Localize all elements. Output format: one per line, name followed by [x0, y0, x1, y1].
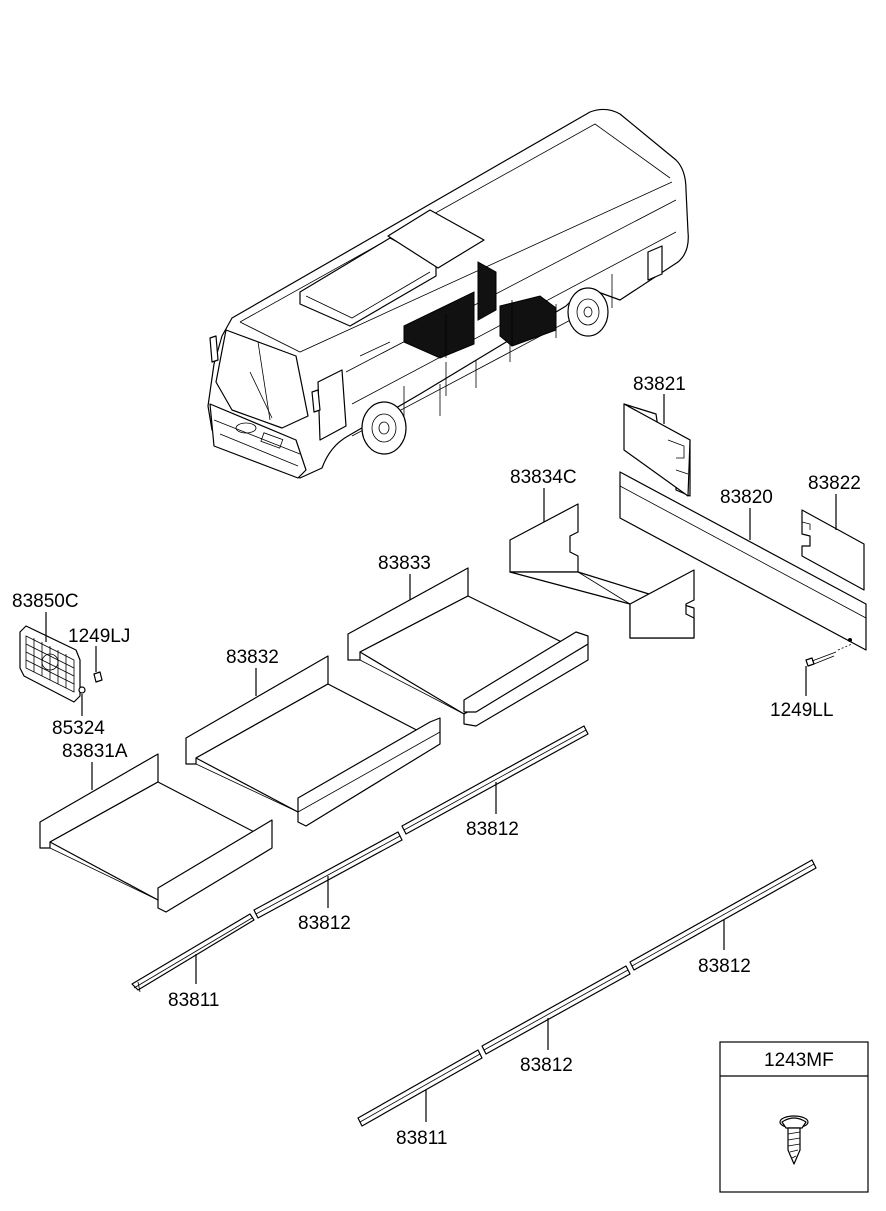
tray-83831a: [39, 753, 273, 913]
rail-83812-lower-a: [481, 965, 631, 1055]
label-1249lj: 1249LJ: [68, 626, 130, 647]
panel-83834c: [509, 503, 695, 639]
label-83833: 83833: [378, 553, 431, 574]
label-1243mf: 1243MF: [764, 1050, 834, 1071]
label-83812-upper-b: 83812: [466, 819, 519, 840]
part-labels: 83821 83834C 83820 83822 83833 83850C 12…: [12, 374, 861, 1149]
panel-83820: [619, 471, 867, 651]
rail-83812-upper-a: [253, 831, 403, 919]
grille-83850c: [19, 625, 103, 703]
label-83834c: 83834C: [510, 467, 577, 488]
rail-83811-upper: [131, 913, 255, 993]
panel-83821: [623, 403, 691, 497]
panel-83822: [801, 509, 865, 591]
tray-83832: [185, 655, 441, 827]
label-83811-upper: 83811: [168, 990, 219, 1011]
screw-1249ll: [805, 643, 853, 667]
rail-83811-lower: [357, 1049, 483, 1127]
label-83812-lower-b: 83812: [698, 956, 751, 977]
tray-83833: [347, 567, 589, 727]
label-83812-lower-a: 83812: [520, 1055, 573, 1076]
label-83812-upper-a: 83812: [298, 913, 351, 934]
leader-lines: [45, 394, 837, 1122]
label-83822: 83822: [808, 473, 861, 494]
label-83831a: 83831A: [62, 741, 128, 762]
bus-illustration: [207, 108, 689, 479]
label-85324: 85324: [52, 718, 105, 739]
rail-83812-upper-b: [401, 725, 589, 835]
label-83820: 83820: [720, 487, 773, 508]
rail-83812-lower-b: [629, 859, 817, 971]
label-83811-lower: 83811: [396, 1128, 447, 1149]
label-83850c: 83850C: [12, 591, 79, 612]
screw-1243mf-icon: [779, 1115, 809, 1165]
inset-1243mf: 1243MF: [719, 1041, 869, 1193]
label-83832: 83832: [226, 647, 279, 668]
label-83821: 83821: [633, 374, 686, 395]
label-1249ll: 1249LL: [770, 700, 833, 721]
